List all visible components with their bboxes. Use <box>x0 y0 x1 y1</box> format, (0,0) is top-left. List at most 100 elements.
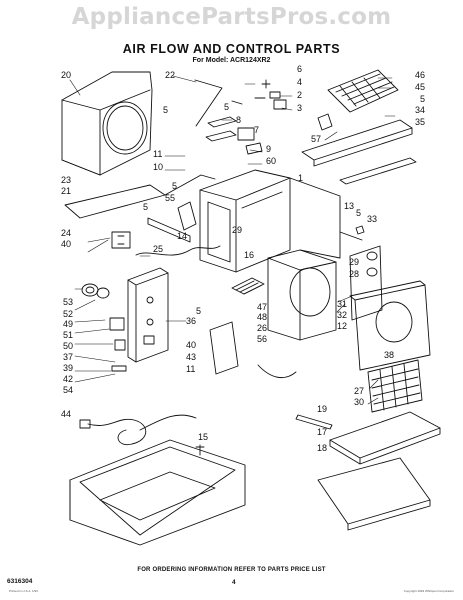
callout-11: 11 <box>153 149 163 159</box>
callout-5: 5 <box>143 202 149 212</box>
callout-18: 18 <box>317 443 328 453</box>
control-housing-part <box>164 169 291 273</box>
callout-5: 5 <box>224 102 230 112</box>
rod-part <box>194 79 223 127</box>
model-subtitle: For Model: ACR124XR2 <box>192 57 271 64</box>
callout-11: 11 <box>186 364 196 374</box>
callout-54: 54 <box>63 385 74 395</box>
bracket-part <box>177 201 197 231</box>
callout-53: 53 <box>63 297 74 307</box>
callout-29: 29 <box>349 257 360 267</box>
callout-39: 39 <box>63 363 74 373</box>
callout-50: 50 <box>63 341 74 351</box>
partition-part <box>267 249 337 341</box>
knobs-part <box>81 283 127 372</box>
callout-5: 5 <box>356 208 362 218</box>
grille-part <box>327 69 399 113</box>
callout-40: 40 <box>186 340 197 350</box>
callout-5: 5 <box>420 94 426 104</box>
callout-29: 29 <box>232 225 243 235</box>
callout-52: 52 <box>63 309 74 319</box>
callout-13: 13 <box>344 201 355 211</box>
fine-print-left: Printed in U.S.A. 1/93 <box>9 589 38 593</box>
switch-blocks <box>205 116 263 155</box>
callout-31: 31 <box>337 299 348 309</box>
callout-7: 7 <box>254 125 260 135</box>
callout-44: 44 <box>61 409 72 419</box>
small-hardware-right <box>355 225 378 277</box>
callout-20: 20 <box>61 70 72 80</box>
rail-part <box>339 157 417 185</box>
motor-part <box>111 231 131 249</box>
power-cord-part <box>79 414 197 446</box>
base-rail-part <box>64 184 166 219</box>
small-hardware-top <box>231 79 287 110</box>
callout-6: 6 <box>297 64 303 74</box>
callout-16: 16 <box>244 250 255 260</box>
base-plate-part <box>317 457 431 525</box>
callout-8: 8 <box>236 115 242 125</box>
callout-51: 51 <box>63 330 74 340</box>
callout-28: 28 <box>349 269 360 279</box>
drain-pan-part <box>329 411 441 459</box>
callout-46: 46 <box>415 70 426 80</box>
callout-55: 55 <box>165 193 176 203</box>
callout-24: 24 <box>61 228 72 238</box>
base-tray-part <box>69 439 246 546</box>
condenser-shroud-part <box>61 71 153 176</box>
leader-lines <box>69 75 396 405</box>
callout-34: 34 <box>415 105 426 115</box>
callout-2: 2 <box>297 90 303 100</box>
diagram-title: AIR FLOW AND CONTROL PARTS <box>122 42 341 56</box>
callout-36: 36 <box>186 316 197 326</box>
harness-part <box>135 245 221 256</box>
page-number: 4 <box>232 579 236 586</box>
callout-45: 45 <box>415 82 426 92</box>
callout-17: 17 <box>317 427 328 437</box>
callout-23: 23 <box>61 175 72 185</box>
evaporator-part <box>349 280 431 371</box>
callout-49: 49 <box>63 319 74 329</box>
callout-15: 15 <box>198 432 209 442</box>
callout-40: 40 <box>61 239 72 249</box>
ordering-note: FOR ORDERING INFORMATION REFER TO PARTS … <box>137 567 326 573</box>
callout-30: 30 <box>354 397 365 407</box>
callout-5: 5 <box>196 306 202 316</box>
callout-35: 35 <box>415 117 426 127</box>
callout-33: 33 <box>367 214 378 224</box>
callout-10: 10 <box>153 162 164 172</box>
callout-1: 1 <box>298 173 304 183</box>
callout-32: 32 <box>337 310 348 320</box>
callout-4: 4 <box>297 77 303 87</box>
base-plate-edge <box>347 499 431 531</box>
watermark: AppliancePartsPros.com <box>71 4 392 30</box>
callout-56: 56 <box>257 334 268 344</box>
drain-pan-lip <box>329 427 441 465</box>
callout-25: 25 <box>153 244 164 254</box>
callout-21: 21 <box>61 186 72 196</box>
callout-22: 22 <box>165 70 176 80</box>
callout-43: 43 <box>186 352 197 362</box>
callout-14: 14 <box>177 231 188 241</box>
coil-part <box>367 359 423 413</box>
fine-print-right: Copyright 1993 Whirlpool Corporation <box>403 589 454 593</box>
callout-60: 60 <box>266 156 277 166</box>
callout-57: 57 <box>311 134 322 144</box>
callout-5: 5 <box>163 105 169 115</box>
callout-19: 19 <box>317 404 328 414</box>
chassis-side <box>289 177 341 259</box>
document-number: 6316304 <box>7 578 33 585</box>
callout-47: 47 <box>257 302 268 312</box>
bracket-57-part <box>317 113 333 131</box>
door-panel-part <box>209 321 239 375</box>
control-panel-part <box>127 267 169 363</box>
cord-part <box>257 364 297 379</box>
callout-3: 3 <box>297 103 303 113</box>
long-bracket-part <box>147 217 191 243</box>
callout-38: 38 <box>384 350 395 360</box>
callout-37: 37 <box>63 352 74 362</box>
condenser-frame-part <box>339 231 383 321</box>
top-panel-lip <box>313 127 413 167</box>
callout-48: 48 <box>257 312 268 322</box>
